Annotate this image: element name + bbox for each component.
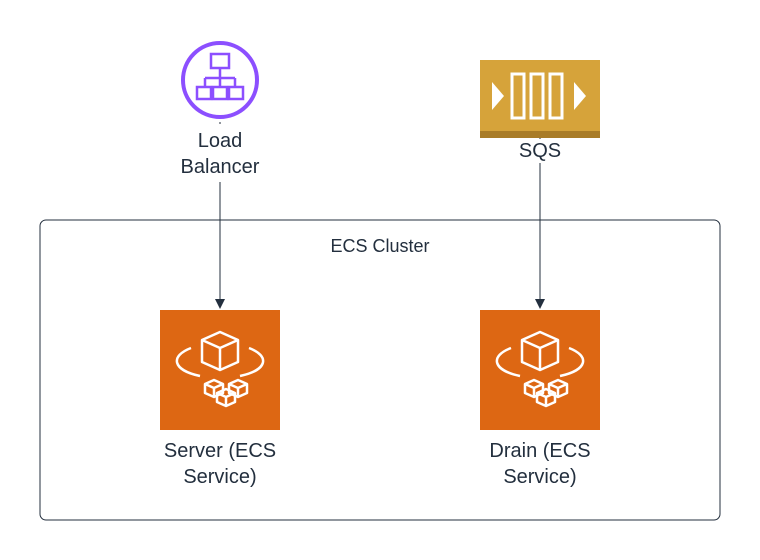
sqs-label: SQS [519,140,561,162]
ecs-cluster-border [39,219,721,521]
load-balancer-node[interactable]: Load Balancer [172,41,268,182]
server-label-line1: Server (ECS [164,440,276,462]
sqs-queue-icon [480,60,600,138]
drain-ecs-service-node[interactable]: Drain (ECS Service) [480,310,600,488]
server-label-line2: Service) [183,466,256,488]
ecs-service-icon [160,310,280,430]
load-balancer-label-line2: Balancer [181,156,260,178]
sqs-node[interactable]: SQS [480,60,600,163]
load-balancer-label-line1: Load [198,130,243,152]
drain-label-line1: Drain (ECS [489,440,590,462]
drain-label-line2: Service) [503,466,576,488]
server-ecs-service-node[interactable]: Server (ECS Service) [160,310,280,488]
ecs-cluster-label: ECS Cluster [330,236,429,256]
ecs-service-icon [480,310,600,430]
load-balancer-icon [181,41,259,119]
ecs-cluster-group[interactable]: ECS Cluster [39,219,721,521]
